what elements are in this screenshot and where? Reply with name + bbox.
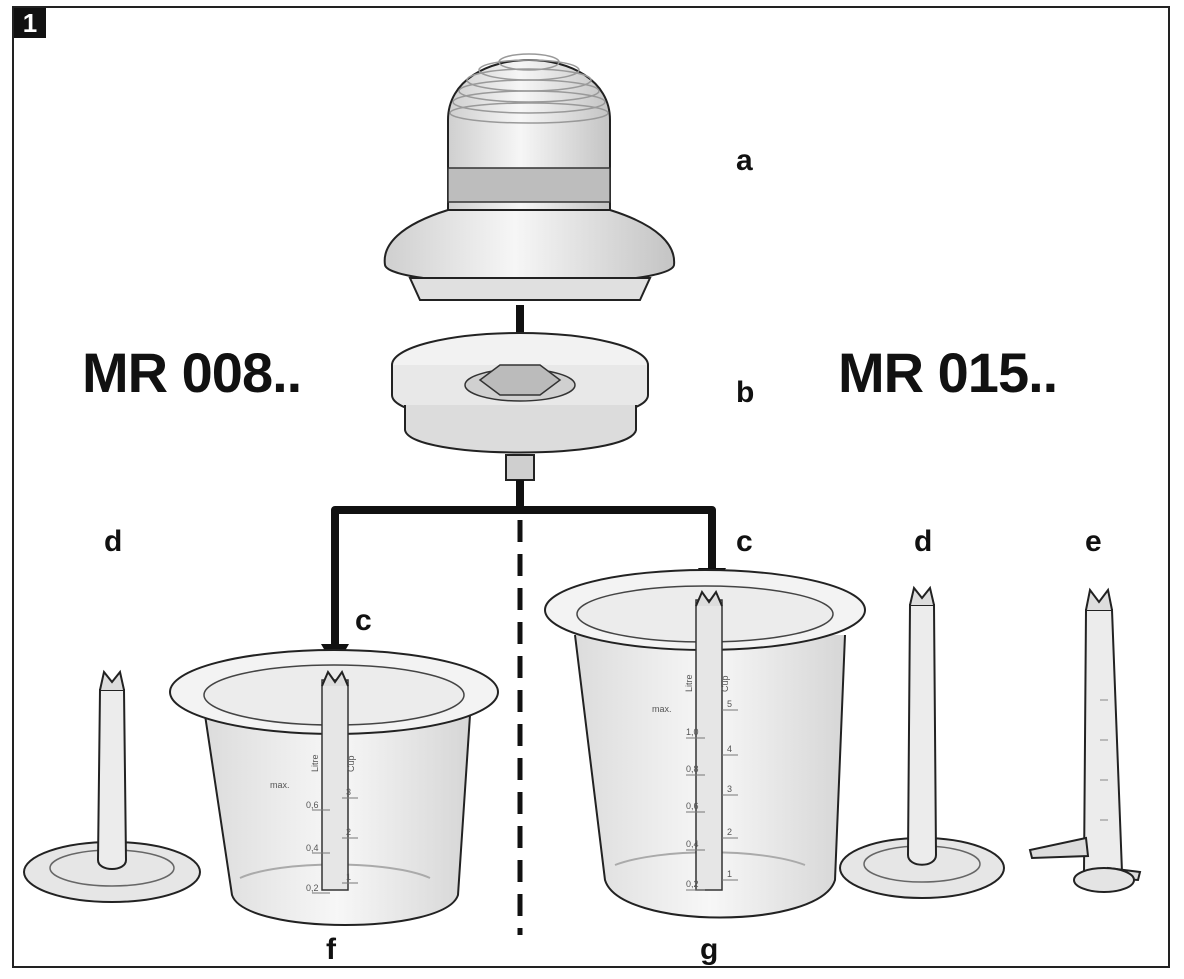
label-a: a: [736, 144, 753, 177]
litre-label-large: Litre: [684, 674, 694, 692]
litre-mark: 0,6: [686, 801, 699, 811]
cup-mark: 1: [727, 869, 732, 879]
cup-mark: 3: [346, 787, 351, 797]
blade-d-left: [23, 669, 201, 903]
branch-arrows: [331, 480, 716, 648]
litre-mark: 1,0: [686, 727, 699, 737]
label-d-right: d: [914, 525, 933, 558]
label-d-left: d: [104, 525, 123, 558]
cup-label-large: Cup: [720, 675, 730, 692]
label-f: f: [326, 933, 336, 966]
label-b: b: [736, 376, 755, 409]
model-name-left: MR 008..: [82, 341, 302, 404]
litre-mark: 0,4: [306, 843, 319, 853]
label-c-right: c: [736, 525, 753, 558]
litre-label-small: Litre: [310, 754, 320, 772]
label-g: g: [700, 933, 719, 966]
label-e: e: [1085, 525, 1102, 558]
model-name-right: MR 015..: [838, 341, 1058, 404]
cup-mark: 1: [346, 872, 351, 882]
cup-mark: 4: [727, 744, 732, 754]
litre-mark: 0,6: [306, 800, 319, 810]
max-mark-small: max.: [270, 780, 290, 790]
blade-d-right: [839, 585, 1005, 899]
max-mark-large: max.: [652, 704, 672, 714]
cup-label-small: Cup: [346, 755, 356, 772]
cup-mark: 2: [346, 827, 351, 837]
motor-unit-a: [383, 53, 676, 301]
scale-text-large: max. Litre Cup 1,0 0,8 0,6 0,4 0,2 5 4 3…: [652, 674, 732, 889]
litre-mark: 0,2: [686, 879, 699, 889]
scale-text-small: max. Litre Cup 0,6 0,4 0,2 3 2 1: [270, 754, 356, 893]
cup-mark: 2: [727, 827, 732, 837]
cup-mark: 3: [727, 784, 732, 794]
figure-number: 1: [14, 8, 46, 38]
blade-e: [1028, 587, 1142, 893]
litre-mark: 0,4: [686, 839, 699, 849]
label-c-left: c: [355, 604, 372, 637]
bowl-small-f: [169, 649, 499, 926]
figure-frame: [12, 6, 1170, 968]
litre-mark: 0,2: [306, 883, 319, 893]
litre-mark: 0,8: [686, 764, 699, 774]
lid-unit-b: [391, 332, 649, 481]
cup-mark: 5: [727, 699, 732, 709]
bowl-large-g: [544, 569, 866, 919]
